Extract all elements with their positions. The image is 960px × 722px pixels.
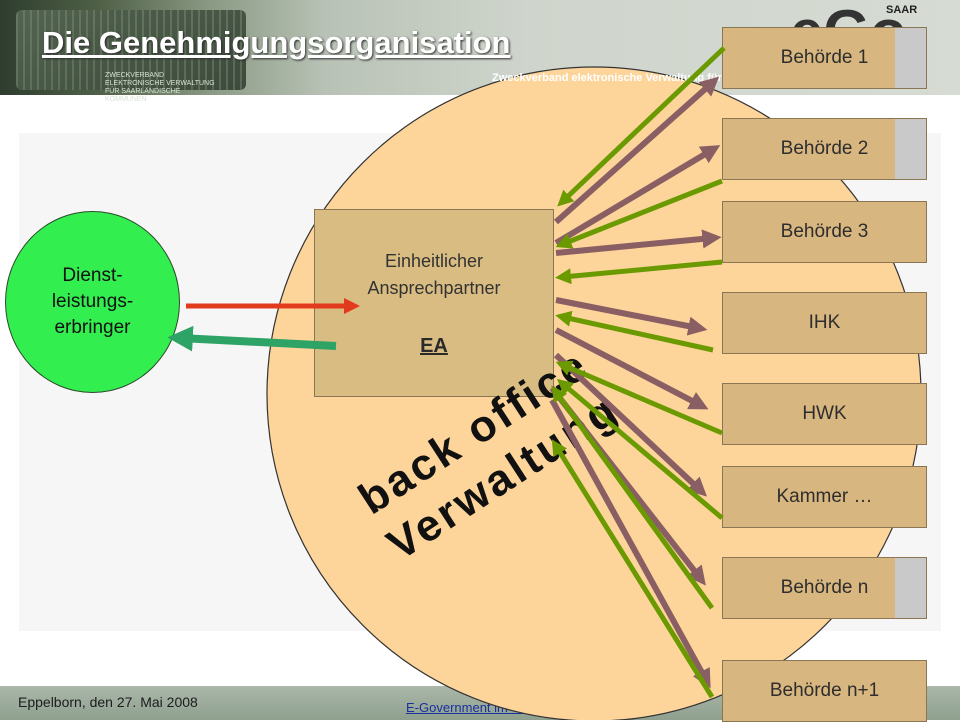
circuit-chip-image [16, 10, 246, 90]
contact-point-node [314, 209, 554, 397]
authority-node-kammer: Kammer … [722, 466, 927, 528]
authority-label: Behörde n+1 [769, 680, 880, 701]
provider-label: Dienst- leistungs- erbringer [51, 265, 134, 338]
authority-node-n-plus-1: Behörde n+1 [722, 660, 927, 722]
contact-point-label: Einheitlicher Ansprechpartner [367, 251, 501, 298]
authority-label: Behörde 1 [780, 47, 869, 68]
authority-label: HWK [802, 403, 847, 424]
authority-label: Kammer … [776, 486, 873, 507]
authority-label: Behörde n [780, 577, 869, 598]
authority-label: Behörde 2 [780, 138, 869, 159]
authority-node-hwk: HWK [722, 383, 927, 445]
authority-label: Behörde 3 [780, 221, 869, 242]
authority-node-3: Behörde 3 [722, 201, 927, 263]
authority-node-2: Behörde 2 [722, 118, 927, 180]
provider-node [5, 211, 180, 393]
footer-date: Eppelborn, den 27. Mai 2008 [18, 694, 198, 710]
authority-node-ihk: IHK [722, 292, 927, 354]
chip-caption: ZWECKVERBAND ELEKTRONISCHE VERWALTUNG FÜ… [105, 72, 215, 103]
contact-point-code: EA [420, 335, 448, 357]
authority-label: IHK [808, 312, 841, 333]
authority-node-n: Behörde n [722, 557, 927, 619]
page-title: Die Genehmigungsorganisation [42, 25, 511, 60]
authority-node-1: Behörde 1 [722, 27, 927, 89]
logo-region: SAAR [886, 4, 918, 16]
